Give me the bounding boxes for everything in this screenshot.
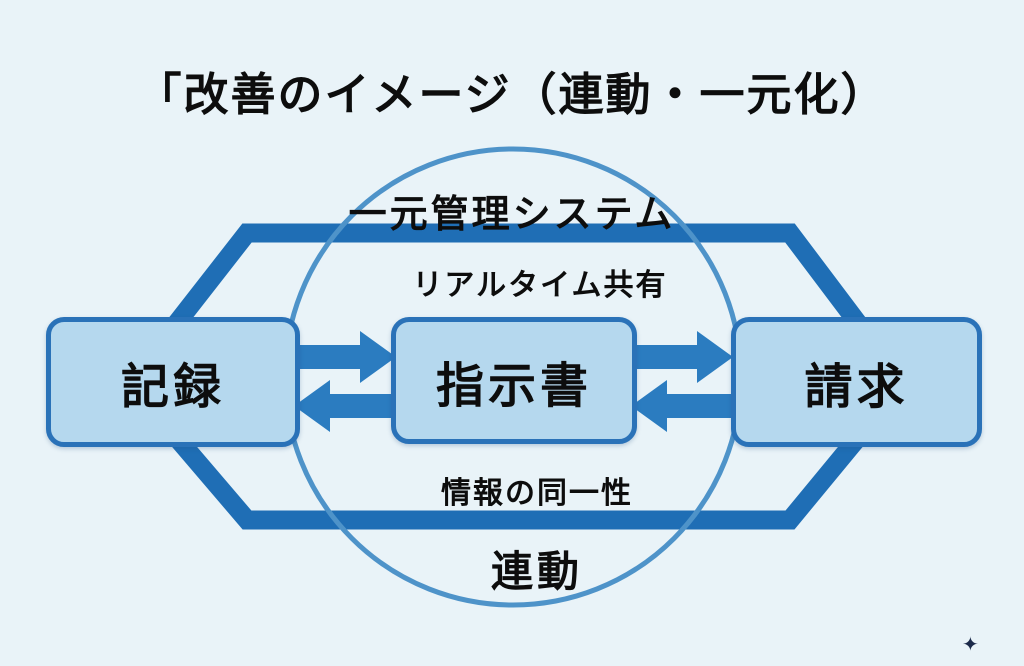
realtime-sharing-label: リアルタイム共有 <box>412 269 668 302</box>
arrow-right-instruction-to-billing <box>633 331 733 383</box>
arrow-right-record-to-instruction <box>296 331 396 383</box>
page-title: 「改善のイメージ（連動・一元化） <box>136 69 888 120</box>
node-billing: 請求 <box>731 317 982 447</box>
node-instruction: 指示書 <box>391 317 637 444</box>
linkage-label: 連動 <box>490 548 583 595</box>
node-billing-label: 請求 <box>804 361 909 414</box>
node-instruction-label: 指示書 <box>435 359 592 413</box>
node-record: 記録 <box>46 317 300 447</box>
node-record-label: 記録 <box>120 361 225 414</box>
system-label: 一元管理システム <box>348 194 676 236</box>
arrow-left-billing-to-instruction <box>631 380 731 432</box>
arrow-left-instruction-to-record <box>294 380 394 432</box>
information-consistency-label: 情報の同一性 <box>441 477 633 510</box>
sparkle-icon: ✦ <box>962 634 979 656</box>
